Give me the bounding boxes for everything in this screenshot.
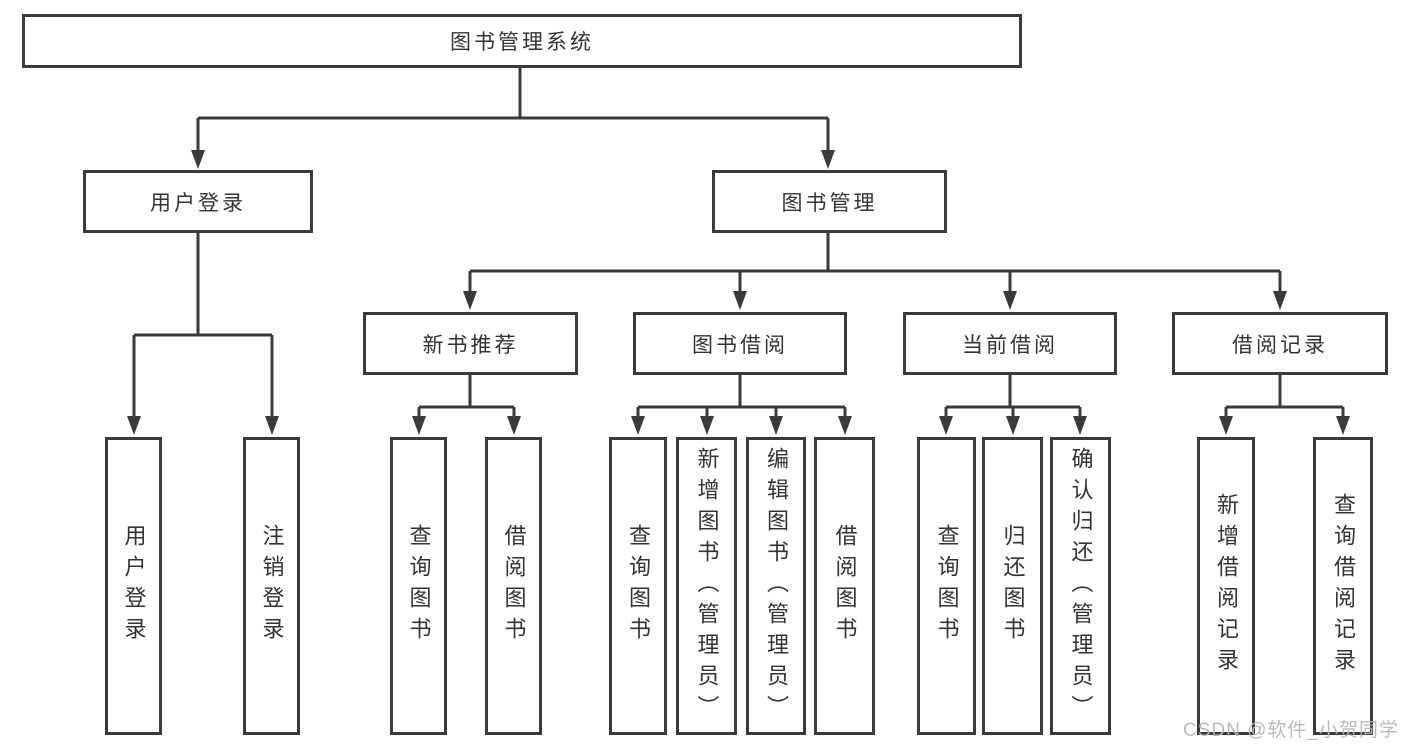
leaf-logout: 注销登录: [243, 437, 300, 735]
node-label: 查询图书: [934, 524, 960, 648]
node-current-borrowing: 当前借阅: [903, 312, 1117, 375]
leaf-query-books-recommend: 查询图书: [390, 437, 447, 735]
leaf-confirm-return-admin: 确认归还（管理员）: [1050, 437, 1111, 735]
leaf-return-books: 归还图书: [982, 437, 1043, 735]
node-label: 图书管理: [781, 191, 878, 215]
node-label: 借阅图书: [832, 524, 858, 648]
arrowhead-icon: [412, 416, 426, 435]
leaf-user-login: 用户登录: [105, 437, 162, 735]
node-label: 借阅记录: [1232, 333, 1328, 357]
node-label: 查询图书: [626, 524, 651, 648]
node-user-login-branch: 用户登录: [83, 170, 313, 233]
arrowhead-icon: [821, 150, 835, 169]
node-root-library-system: 图书管理系统: [22, 14, 1022, 68]
leaf-add-books-admin: 新增图书（管理员）: [676, 437, 737, 735]
node-label: 查询图书: [406, 524, 432, 648]
connector-current-to-leaves: [944, 375, 1082, 418]
node-label: 编辑图书（管理员）: [764, 446, 789, 726]
node-label: 新增借阅记录: [1214, 493, 1239, 679]
arrowhead-icon: [1073, 416, 1087, 435]
connector-borrow-to-leaves: [636, 375, 847, 418]
connector-records-to-leaves: [1224, 375, 1345, 418]
arrowhead-icon: [1006, 416, 1020, 435]
leaf-add-borrow-record: 新增借阅记录: [1197, 437, 1255, 735]
node-label: 图书管理系统: [450, 31, 594, 54]
connector-bookmgmt-to-level3: [468, 233, 1282, 293]
arrowhead-icon: [265, 416, 279, 435]
node-new-book-recommend: 新书推荐: [363, 312, 578, 375]
arrowhead-icon: [463, 291, 477, 310]
node-label: 借阅图书: [501, 524, 527, 648]
arrowhead-icon: [939, 416, 953, 435]
arrowhead-icon: [838, 416, 852, 435]
leaf-query-books-current: 查询图书: [917, 437, 976, 735]
leaf-borrow-books: 借阅图书: [814, 437, 875, 735]
arrowhead-icon: [700, 416, 714, 435]
arrowhead-icon: [769, 416, 783, 435]
node-label: 当前借阅: [962, 333, 1058, 357]
node-label: 确认归还（管理员）: [1068, 446, 1094, 726]
node-book-management-branch: 图书管理: [712, 170, 947, 233]
arrowhead-icon: [733, 291, 747, 310]
connector-root-to-level2: [196, 68, 830, 152]
node-label: 新增图书（管理员）: [694, 446, 720, 726]
node-label: 归还图书: [1000, 524, 1026, 648]
node-label: 注销登录: [259, 524, 285, 648]
leaf-query-books-borrowing: 查询图书: [609, 437, 667, 735]
node-label: 查询借阅记录: [1331, 493, 1356, 679]
leaf-edit-books-admin: 编辑图书（管理员）: [746, 437, 806, 735]
node-label: 用户登录: [150, 191, 246, 215]
arrowhead-icon: [127, 416, 141, 435]
connector-newbooks-to-leaves: [417, 375, 516, 418]
arrowhead-icon: [1003, 291, 1017, 310]
node-label: 新书推荐: [422, 333, 519, 357]
arrowhead-icon: [631, 416, 645, 435]
arrowhead-icon: [1219, 416, 1233, 435]
leaf-borrow-books-recommend: 借阅图书: [485, 437, 542, 735]
connector-userlogin-to-leaves: [132, 233, 274, 418]
arrowheads: [127, 150, 1350, 435]
node-label: 图书借阅: [692, 333, 788, 357]
arrowhead-icon: [191, 150, 205, 169]
node-borrowing-records: 借阅记录: [1172, 312, 1388, 375]
arrowhead-icon: [1273, 291, 1287, 310]
node-book-borrowing: 图书借阅: [633, 312, 847, 375]
csdn-watermark: CSDN @软件_小贺同学: [1183, 720, 1399, 741]
arrowhead-icon: [507, 416, 521, 435]
arrowhead-icon: [1336, 416, 1350, 435]
node-label: 用户登录: [121, 524, 147, 648]
leaf-query-borrow-record: 查询借阅记录: [1313, 437, 1373, 735]
